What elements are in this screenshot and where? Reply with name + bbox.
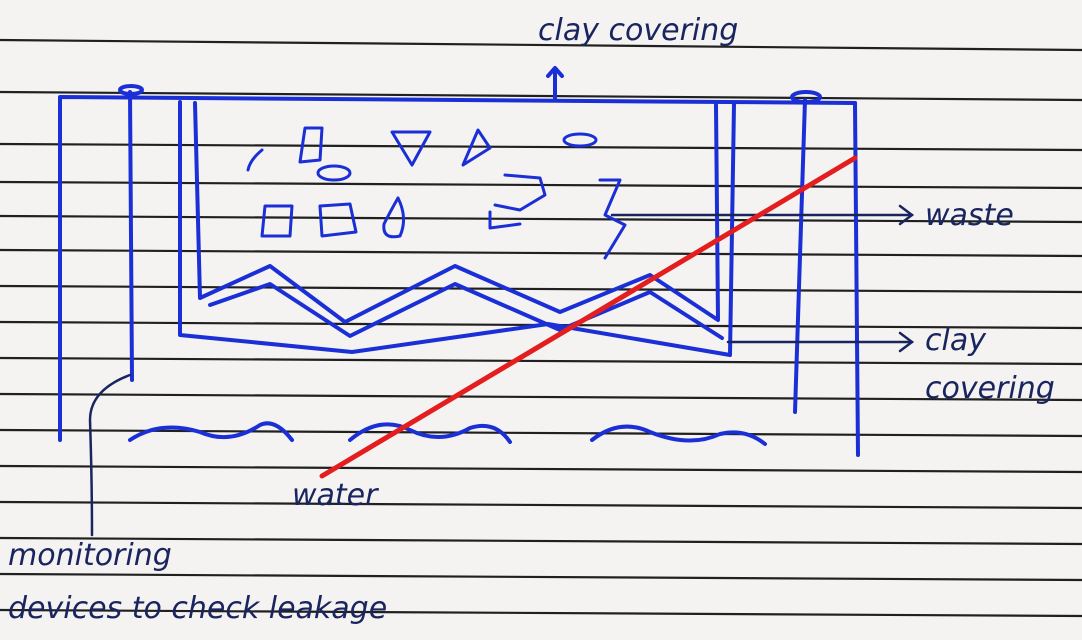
ruled-line	[0, 428, 1082, 438]
waste-item	[382, 196, 405, 239]
waste-arrowhead	[898, 204, 915, 226]
waste-item	[298, 126, 324, 164]
outer-frame-right-wall	[853, 101, 860, 457]
ruled-line	[0, 214, 1082, 224]
waste-item	[246, 148, 264, 172]
landfill-structure	[58, 66, 860, 457]
ruled-line	[0, 356, 1082, 366]
water-wave	[128, 421, 294, 442]
ruled-line	[0, 142, 1082, 152]
water-wave	[348, 422, 512, 444]
clay-covering-arrowhead	[546, 66, 564, 78]
label-clay-covering-right-line1: clay	[925, 323, 987, 358]
waste-item	[318, 202, 358, 238]
label-clay-covering-right-line2: covering	[925, 371, 1055, 406]
monitoring-pole-left-cap	[118, 84, 144, 96]
inner-liner-lower	[208, 282, 724, 340]
label-monitoring-line1: monitoring	[8, 538, 172, 573]
label-monitoring-line2: devices to check leakage	[8, 591, 387, 626]
label-waste: waste	[925, 198, 1014, 233]
monitoring-pole-left	[128, 90, 134, 382]
ruled-lines	[0, 38, 1082, 618]
waste-item	[493, 173, 547, 212]
monitoring-pole-right-cap	[790, 90, 822, 104]
ruled-line	[0, 392, 1082, 402]
red-strike-line	[319, 155, 858, 479]
ruled-line	[0, 608, 1082, 618]
water-wave	[590, 424, 767, 446]
monitoring-pointer	[88, 373, 132, 537]
label-water: water	[292, 478, 379, 513]
ruled-line	[0, 248, 1082, 258]
waste-item	[390, 130, 432, 167]
waste-item	[316, 164, 352, 182]
monitoring-pole-right	[793, 98, 807, 414]
outer-liner	[178, 100, 736, 357]
inner-liner	[193, 101, 720, 324]
label-clay-covering-top: clay covering	[538, 13, 738, 48]
ruled-line	[0, 90, 1082, 102]
ruled-line	[0, 500, 1082, 510]
ruled-line	[0, 284, 1082, 294]
ruled-line	[0, 536, 1082, 546]
ruled-line	[0, 572, 1082, 582]
waste-item	[260, 204, 294, 238]
waste-item	[562, 132, 598, 148]
clay-covering-right-arrowhead	[898, 331, 915, 353]
waste-item	[461, 128, 492, 167]
waste-items	[246, 126, 627, 260]
waste-item	[488, 210, 522, 230]
waste-item	[598, 178, 627, 260]
water-waves	[128, 421, 767, 446]
ruled-line	[0, 38, 1082, 52]
ruled-line	[0, 464, 1082, 474]
outer-frame	[58, 95, 857, 442]
